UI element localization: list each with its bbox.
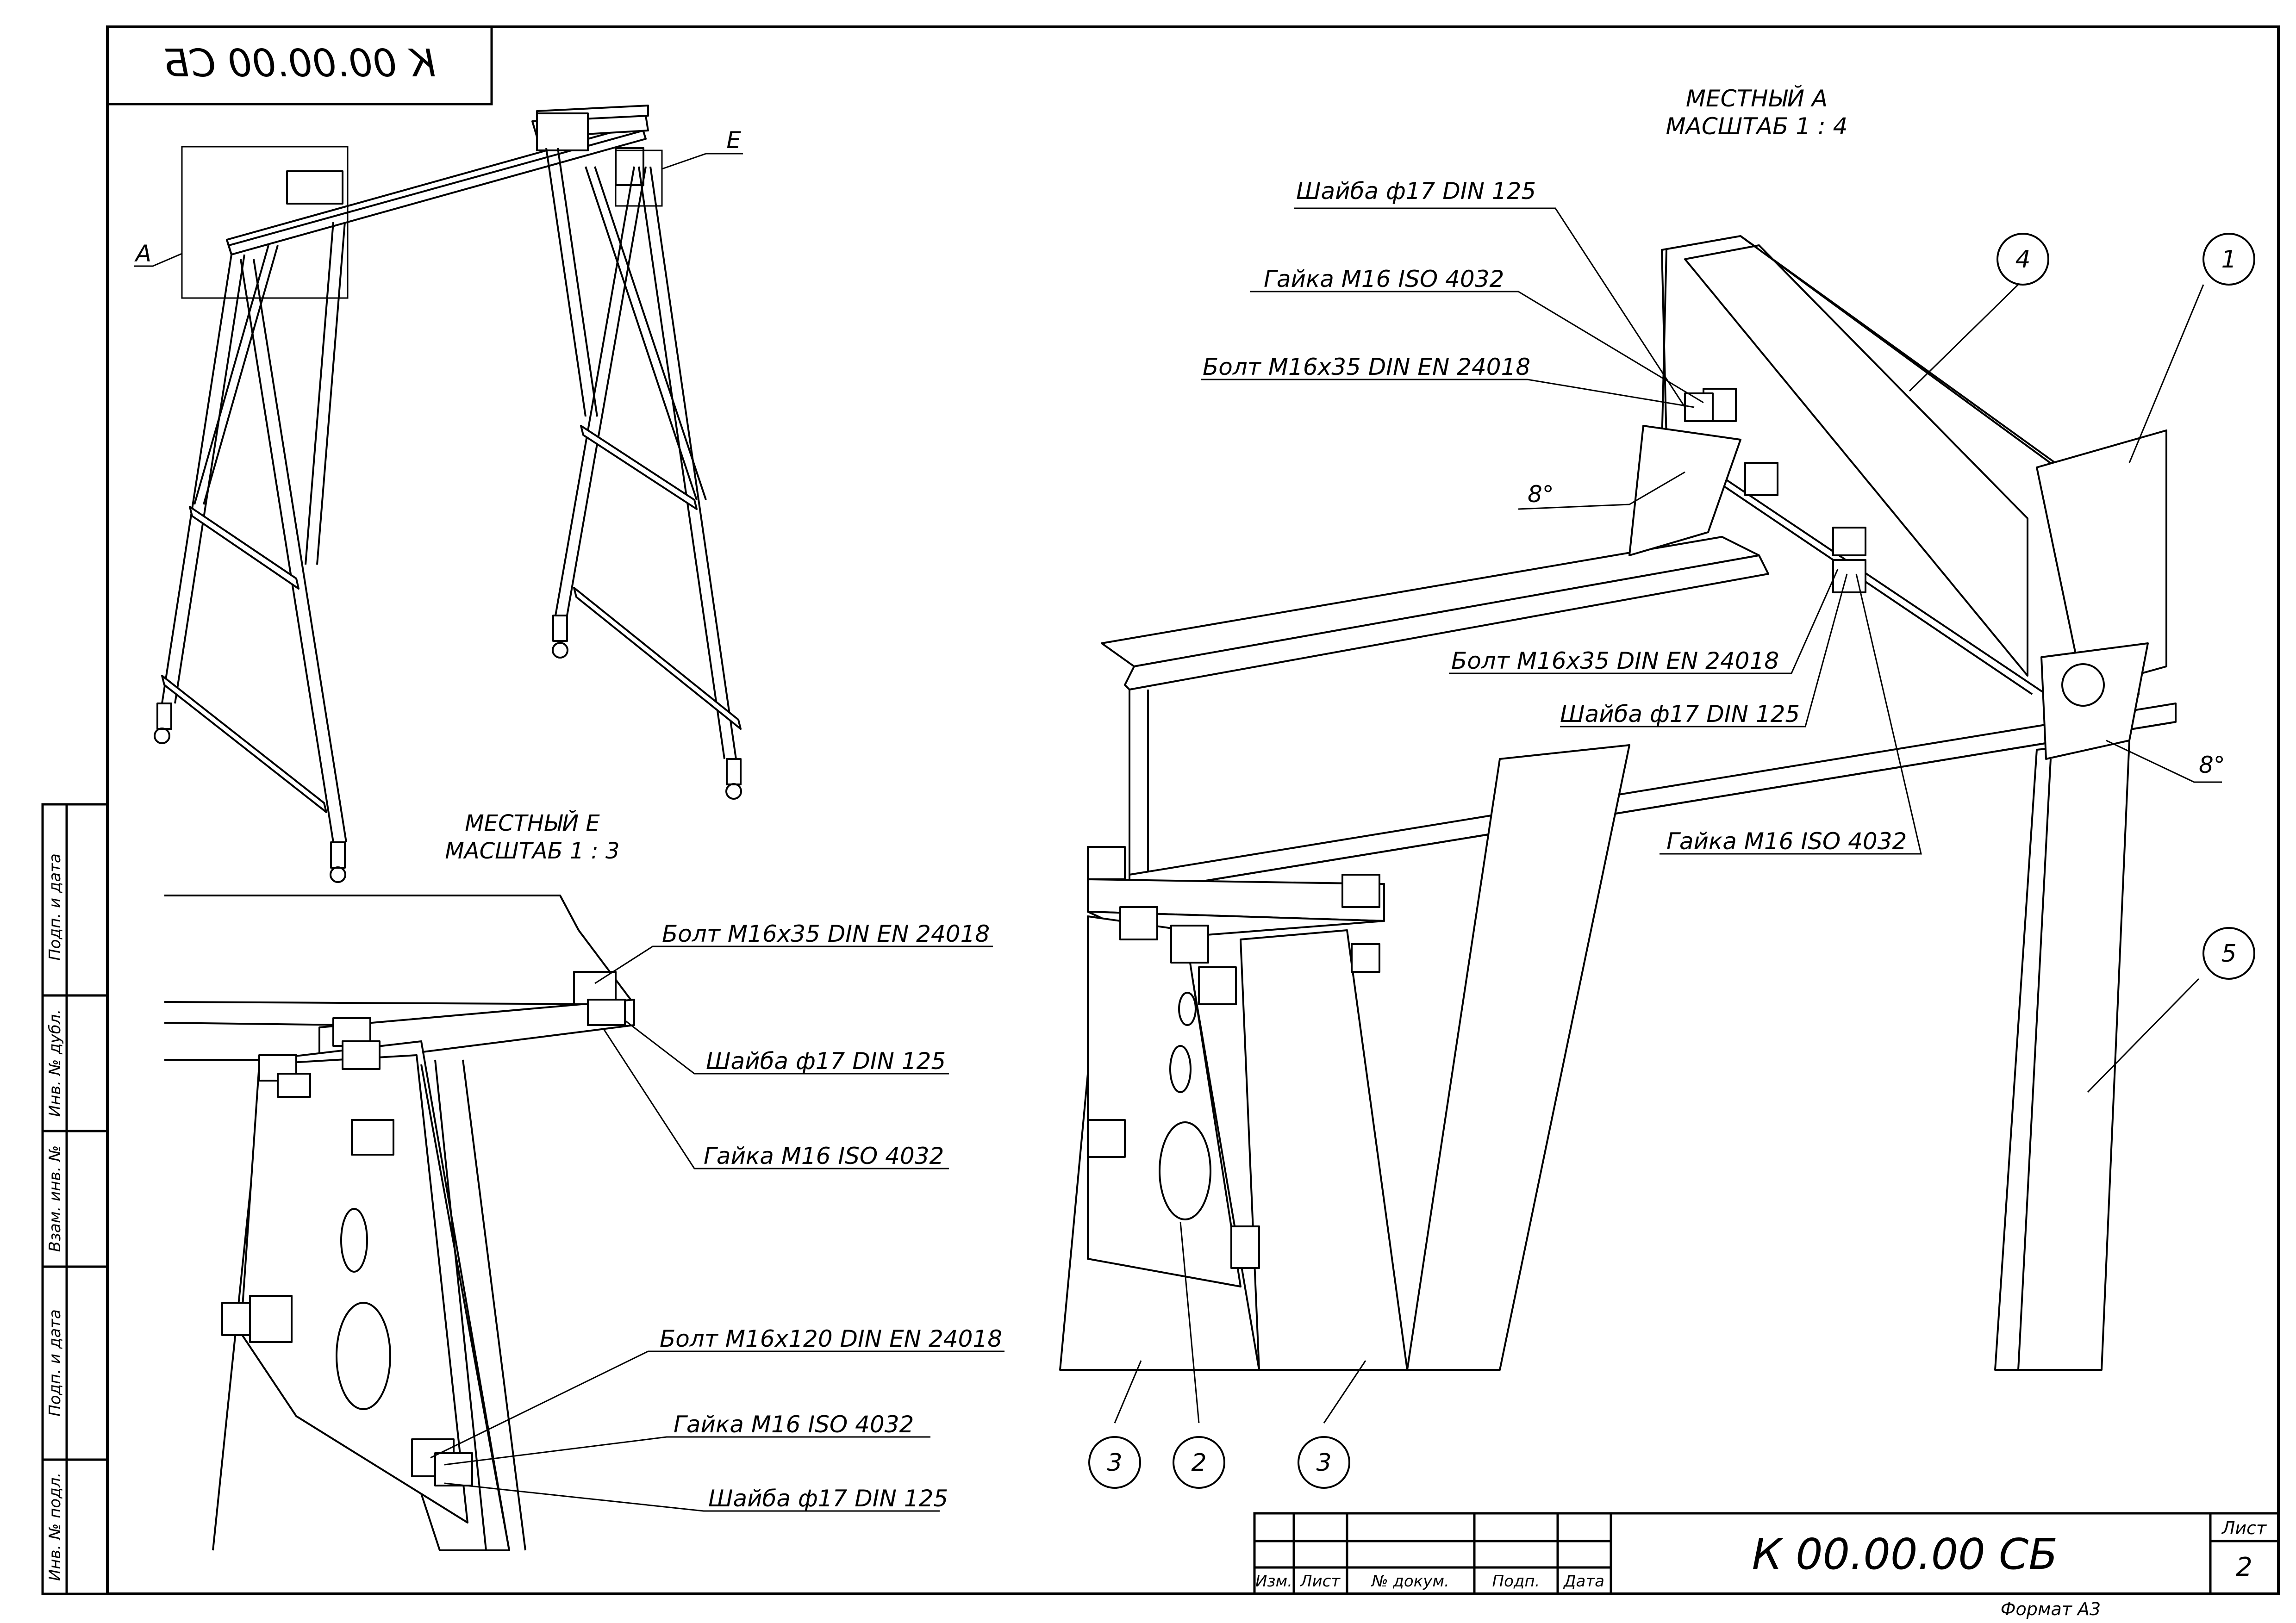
position-bubble-4 — [1997, 233, 2049, 286]
label-a-nut-mid: Гайка М16 ISO 4032 — [1666, 828, 1907, 855]
label-e-bolt-120: Болт М16х120 DIN EN 24018 — [660, 1325, 1002, 1352]
format-label: Формат А3 — [2001, 1599, 2101, 1619]
label-a-washer-top: Шайба ф17 DIN 125 — [1296, 178, 1536, 205]
position-3a: 3 — [1107, 1449, 1122, 1477]
detail-e-drawing — [164, 895, 635, 1551]
view-e-scale: МАСШТАБ 1 : 3 — [445, 838, 619, 864]
side-stamp-inv-dubl: Инв. № дубл. — [46, 1009, 64, 1117]
side-stamp-podp-data-2: Подп. и дата — [46, 853, 64, 961]
side-stamp-inv-podl: Инв. № подл. — [46, 1473, 64, 1581]
sheet-label: Лист — [2221, 1518, 2267, 1538]
title-block — [1253, 1512, 2280, 1595]
side-stamp-podp-data-1: Подп. и дата — [46, 1309, 64, 1417]
position-1: 1 — [2221, 246, 2236, 274]
detail-frame-e — [615, 149, 663, 207]
title-col-data: Дата — [1563, 1572, 1604, 1591]
position-3b: 3 — [1316, 1449, 1331, 1477]
label-a-washer-mid: Шайба ф17 DIN 125 — [1560, 701, 1800, 728]
title-col-list: Лист — [1299, 1572, 1341, 1591]
designation: К 00.00.00 СБ — [1752, 1530, 2058, 1579]
callout-a: А — [134, 240, 151, 267]
label-a-bolt-mid: Болт М16х35 DIN EN 24018 — [1451, 647, 1779, 674]
view-e-title: МЕСТНЫЙ Е — [465, 810, 600, 836]
label-a-bolt-top: Болт М16х35 DIN EN 24018 — [1203, 354, 1530, 380]
view-a-title: МЕСТНЫЙ А — [1686, 85, 1828, 112]
mirrored-stamp: К 00.00.00 СБ — [107, 27, 493, 106]
side-stamp — [41, 803, 109, 1595]
label-e-washer-1: Шайба ф17 DIN 125 — [706, 1048, 946, 1075]
label-a-nut-top: Гайка М16 ISO 4032 — [1264, 266, 1504, 292]
position-bubbles — [1088, 233, 2255, 1489]
position-bubble-3a — [1088, 1436, 1141, 1489]
detail-frame-a — [181, 146, 349, 299]
side-stamp-vzam-inv: Взам. инв. № — [46, 1145, 64, 1252]
label-a-angle-1: 8° — [1528, 481, 1554, 508]
view-a-scale: МАСШТАБ 1 : 4 — [1666, 113, 1848, 140]
label-e-washer-2: Шайба ф17 DIN 125 — [708, 1485, 948, 1512]
leaders-a — [1114, 207, 2222, 1424]
label-e-bolt-35: Болт М16х35 DIN EN 24018 — [662, 920, 990, 947]
sheet-number: 2 — [2236, 1552, 2252, 1582]
position-bubble-3b — [1298, 1436, 1350, 1489]
position-bubble-5 — [2202, 927, 2255, 980]
bolts-a — [1087, 388, 1866, 1269]
bolts-e — [221, 971, 626, 1486]
position-4: 4 — [2015, 246, 2030, 274]
label-e-nut-1: Гайка М16 ISO 4032 — [704, 1143, 944, 1169]
position-bubble-1 — [2202, 233, 2255, 286]
detail-a-drawing — [1059, 235, 2177, 1371]
gantry-isometric-view — [154, 105, 742, 883]
position-5: 5 — [2221, 940, 2236, 968]
callout-e: Е — [726, 127, 741, 154]
title-col-izm: Изм. — [1255, 1572, 1292, 1591]
title-col-podp: Подп. — [1492, 1572, 1540, 1591]
title-col-dokum: № докум. — [1371, 1572, 1449, 1591]
position-2: 2 — [1191, 1449, 1206, 1477]
mirrored-stamp-text: К 00.00.00 СБ — [163, 42, 436, 86]
label-e-nut-2: Гайка М16 ISO 4032 — [674, 1411, 914, 1438]
position-bubble-2 — [1173, 1436, 1225, 1489]
label-a-angle-2: 8° — [2199, 752, 2225, 778]
leaders-e — [430, 945, 1004, 1512]
